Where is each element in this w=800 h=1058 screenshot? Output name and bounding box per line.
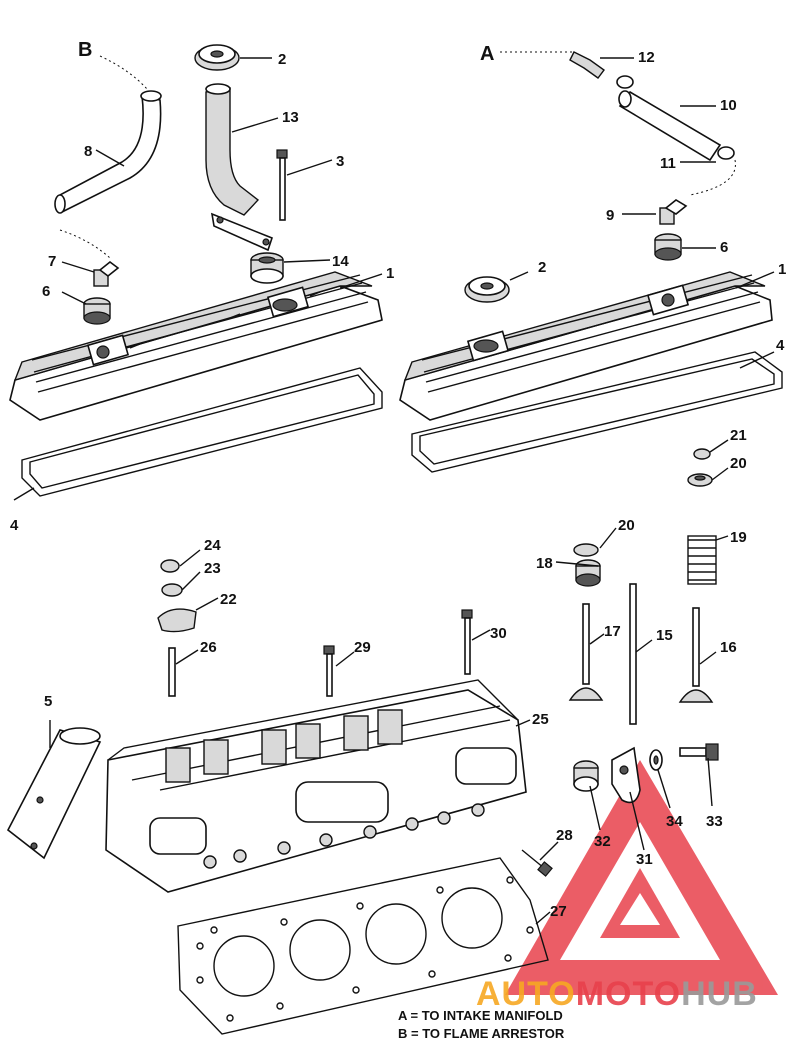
- rocker-cover-right: [399, 271, 773, 421]
- label-14: 14: [332, 253, 349, 270]
- label-15: 15: [656, 627, 673, 644]
- spring-retainer-lower: [573, 543, 599, 557]
- label-3: 3: [336, 153, 344, 170]
- label-26: 26: [200, 639, 217, 656]
- exhaust-valve: [678, 607, 714, 703]
- rocker-stud: [168, 647, 176, 697]
- washer: [649, 749, 663, 771]
- bracket-bolt: [521, 849, 553, 877]
- legend-line-b: B = TO FLAME ARRESTOR: [398, 1026, 565, 1041]
- label-5: 5: [44, 693, 52, 710]
- hose-clamp-bottom: [717, 146, 735, 160]
- label-9: 9: [606, 207, 614, 224]
- label-20-upper: 20: [730, 455, 747, 472]
- intake-valve: [568, 603, 604, 701]
- rocker-cover-left: [9, 271, 383, 421]
- oil-fill-cap: [194, 44, 240, 71]
- svg-text:AUTOMOTOHUB: AUTOMOTOHUB: [476, 975, 758, 1013]
- label-21: 21: [730, 427, 747, 444]
- label-33: 33: [706, 813, 723, 830]
- cylinder-head: [105, 679, 527, 893]
- label-31: 31: [636, 851, 653, 868]
- label-2-right: 2: [538, 259, 546, 276]
- label-29: 29: [354, 639, 371, 656]
- watermark-auto: AUTO: [476, 975, 576, 1013]
- watermark-hub: HUB: [681, 975, 758, 1013]
- reference-a: A: [480, 43, 494, 65]
- legend-line-a: A = TO INTAKE MANIFOLD: [398, 1008, 563, 1023]
- head-bolt-holes: [203, 803, 485, 869]
- leader-lines: [13, 57, 775, 925]
- mounting-bracket: [611, 746, 641, 804]
- grommet-right: [654, 233, 682, 261]
- head-gasket: [177, 857, 549, 1035]
- label-27: 27: [550, 903, 567, 920]
- rocker-gasket-right: [411, 351, 783, 473]
- label-17: 17: [604, 623, 621, 640]
- label-32: 32: [594, 833, 611, 850]
- vent-hose: [618, 90, 722, 162]
- label-19: 19: [730, 529, 747, 546]
- label-6-right: 6: [720, 239, 728, 256]
- pivot-ball: [161, 583, 183, 597]
- hose-fitting: [569, 51, 605, 79]
- label-1-right: 1: [778, 261, 786, 278]
- label-22: 22: [220, 591, 237, 608]
- breather-hose: [54, 90, 162, 214]
- cover-bolt: [276, 149, 288, 221]
- label-8: 8: [84, 143, 92, 160]
- label-28: 28: [556, 827, 573, 844]
- label-24: 24: [204, 537, 221, 554]
- head-bolt-short: [323, 645, 335, 697]
- rocker-arm: [157, 608, 197, 633]
- oil-fill-tube: [205, 83, 273, 252]
- label-23: 23: [204, 560, 221, 577]
- label-30: 30: [490, 625, 507, 642]
- label-2-left: 2: [278, 51, 286, 68]
- head-bolt-long: [461, 609, 473, 675]
- label-10: 10: [720, 97, 737, 114]
- part-number-labels: 2 13 3 8 7 14 1 6 4 12 10 11 9 6 2 1 4 2…: [10, 49, 786, 920]
- label-25: 25: [532, 711, 549, 728]
- tube-adapter: [250, 252, 284, 284]
- oil-fill-cap-right: [464, 276, 510, 303]
- label-16: 16: [720, 639, 737, 656]
- pcv-valve-right: [659, 199, 688, 225]
- spacer: [573, 760, 599, 792]
- reference-b: B: [78, 39, 92, 61]
- head-springs: [165, 709, 403, 783]
- label-1-left: 1: [386, 265, 394, 282]
- watermark-text: AUTOMOTOHUB: [476, 975, 758, 1013]
- gasket-holes: [196, 876, 534, 1022]
- installation-tool: [6, 727, 102, 860]
- label-12: 12: [638, 49, 655, 66]
- label-4-left: 4: [10, 517, 19, 534]
- pcv-valve-left: [93, 260, 120, 287]
- watermark-triangle: [505, 760, 778, 995]
- label-6-left: 6: [42, 283, 50, 300]
- label-20-lower: 20: [618, 517, 635, 534]
- bracket-mount-bolt: [679, 743, 719, 761]
- rocker-nut: [160, 559, 180, 573]
- hose-clamp-top: [616, 75, 634, 89]
- label-11: 11: [660, 155, 676, 172]
- label-13: 13: [282, 109, 299, 126]
- rocker-gasket-left: [21, 367, 383, 497]
- head-ports: [149, 747, 517, 855]
- valve-seal: [575, 559, 601, 587]
- valve-spring: [687, 535, 717, 585]
- push-rod: [629, 583, 637, 725]
- label-34: 34: [666, 813, 683, 830]
- label-4-right: 4: [776, 337, 785, 354]
- label-7: 7: [48, 253, 56, 270]
- valve-lock: [693, 448, 711, 460]
- label-18: 18: [536, 555, 553, 572]
- legend: A = TO INTAKE MANIFOLD B = TO FLAME ARRE…: [398, 1008, 565, 1041]
- spring-retainer-upper: [687, 473, 713, 487]
- grommet-left: [83, 297, 111, 325]
- watermark-moto: MOTO: [576, 975, 681, 1013]
